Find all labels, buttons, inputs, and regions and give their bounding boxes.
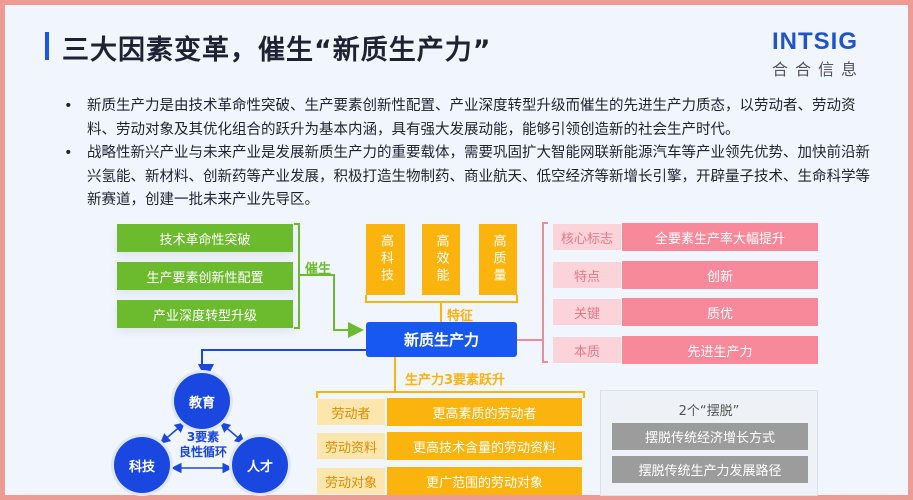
cycle-center-label: 3要素 良性循环 [165,430,241,460]
features-label: 特征 [447,309,474,324]
cycle-center-line: 良性循环 [178,445,227,459]
cause-box: 产业深度转型升级 [117,300,293,328]
attribute-label: 关键 [553,299,621,325]
element-label: 劳动对象 [317,468,385,494]
feature-box: 高效能 [422,224,460,295]
logo: INTSIG [772,28,859,55]
elements-label: 生产力3要素跃升 [405,373,506,388]
cycle-node-education: 教育 [174,373,230,429]
attribute-value: 质优 [622,298,818,326]
element-label: 劳动者 [317,399,385,425]
attribute-label: 本质 [553,337,621,363]
break-free-item: 摆脱传统经济增长方式 [612,423,808,450]
cycle-node-technology: 科技 [114,437,170,493]
cycle-node-talent: 人才 [232,437,288,493]
title-accent-bar [45,32,49,60]
cause-box: 技术革命性突破 [117,224,293,252]
cause-box: 生产要素创新性配置 [117,262,293,290]
element-label: 劳动资料 [317,433,385,459]
element-value: 更高素质的劳动者 [387,398,582,426]
attribute-value: 先进生产力 [622,336,818,364]
bullet-list: 新质生产力是由技术革命性突破、生产要素创新性配置、产业深度转型升级而催生的先进生… [62,95,872,213]
element-value: 更高技术含量的劳动资料 [387,432,582,460]
element-value: 更广范围的劳动对象 [387,467,582,495]
center-box: 新质生产力 [366,322,517,357]
feature-box: 高科技 [366,224,405,295]
bullet-item: 新质生产力是由技术革命性突破、生产要素创新性配置、产业深度转型升级而催生的先进生… [62,95,872,142]
bullet-item: 战略性新兴产业与未来产业是发展新质生产力的重要载体，需要巩固扩大智能网联新能源汽… [62,142,872,213]
logo-cn: 合合信息 [772,60,865,79]
break-free-item: 摆脱传统生产力发展路径 [612,456,808,483]
attribute-value: 创新 [622,261,818,289]
attribute-label: 核心标志 [553,224,621,250]
attribute-label: 特点 [553,262,621,288]
feature-box: 高质量 [479,224,517,295]
break-free-title: 2个“摆脱” [678,404,740,419]
page-title: 三大因素变革，催生“新质生产力” [62,35,492,66]
cycle-center-line: 3要素 [186,430,220,444]
causes-label: 催生 [305,262,332,277]
attribute-value: 全要素生产率大幅提升 [622,223,818,251]
